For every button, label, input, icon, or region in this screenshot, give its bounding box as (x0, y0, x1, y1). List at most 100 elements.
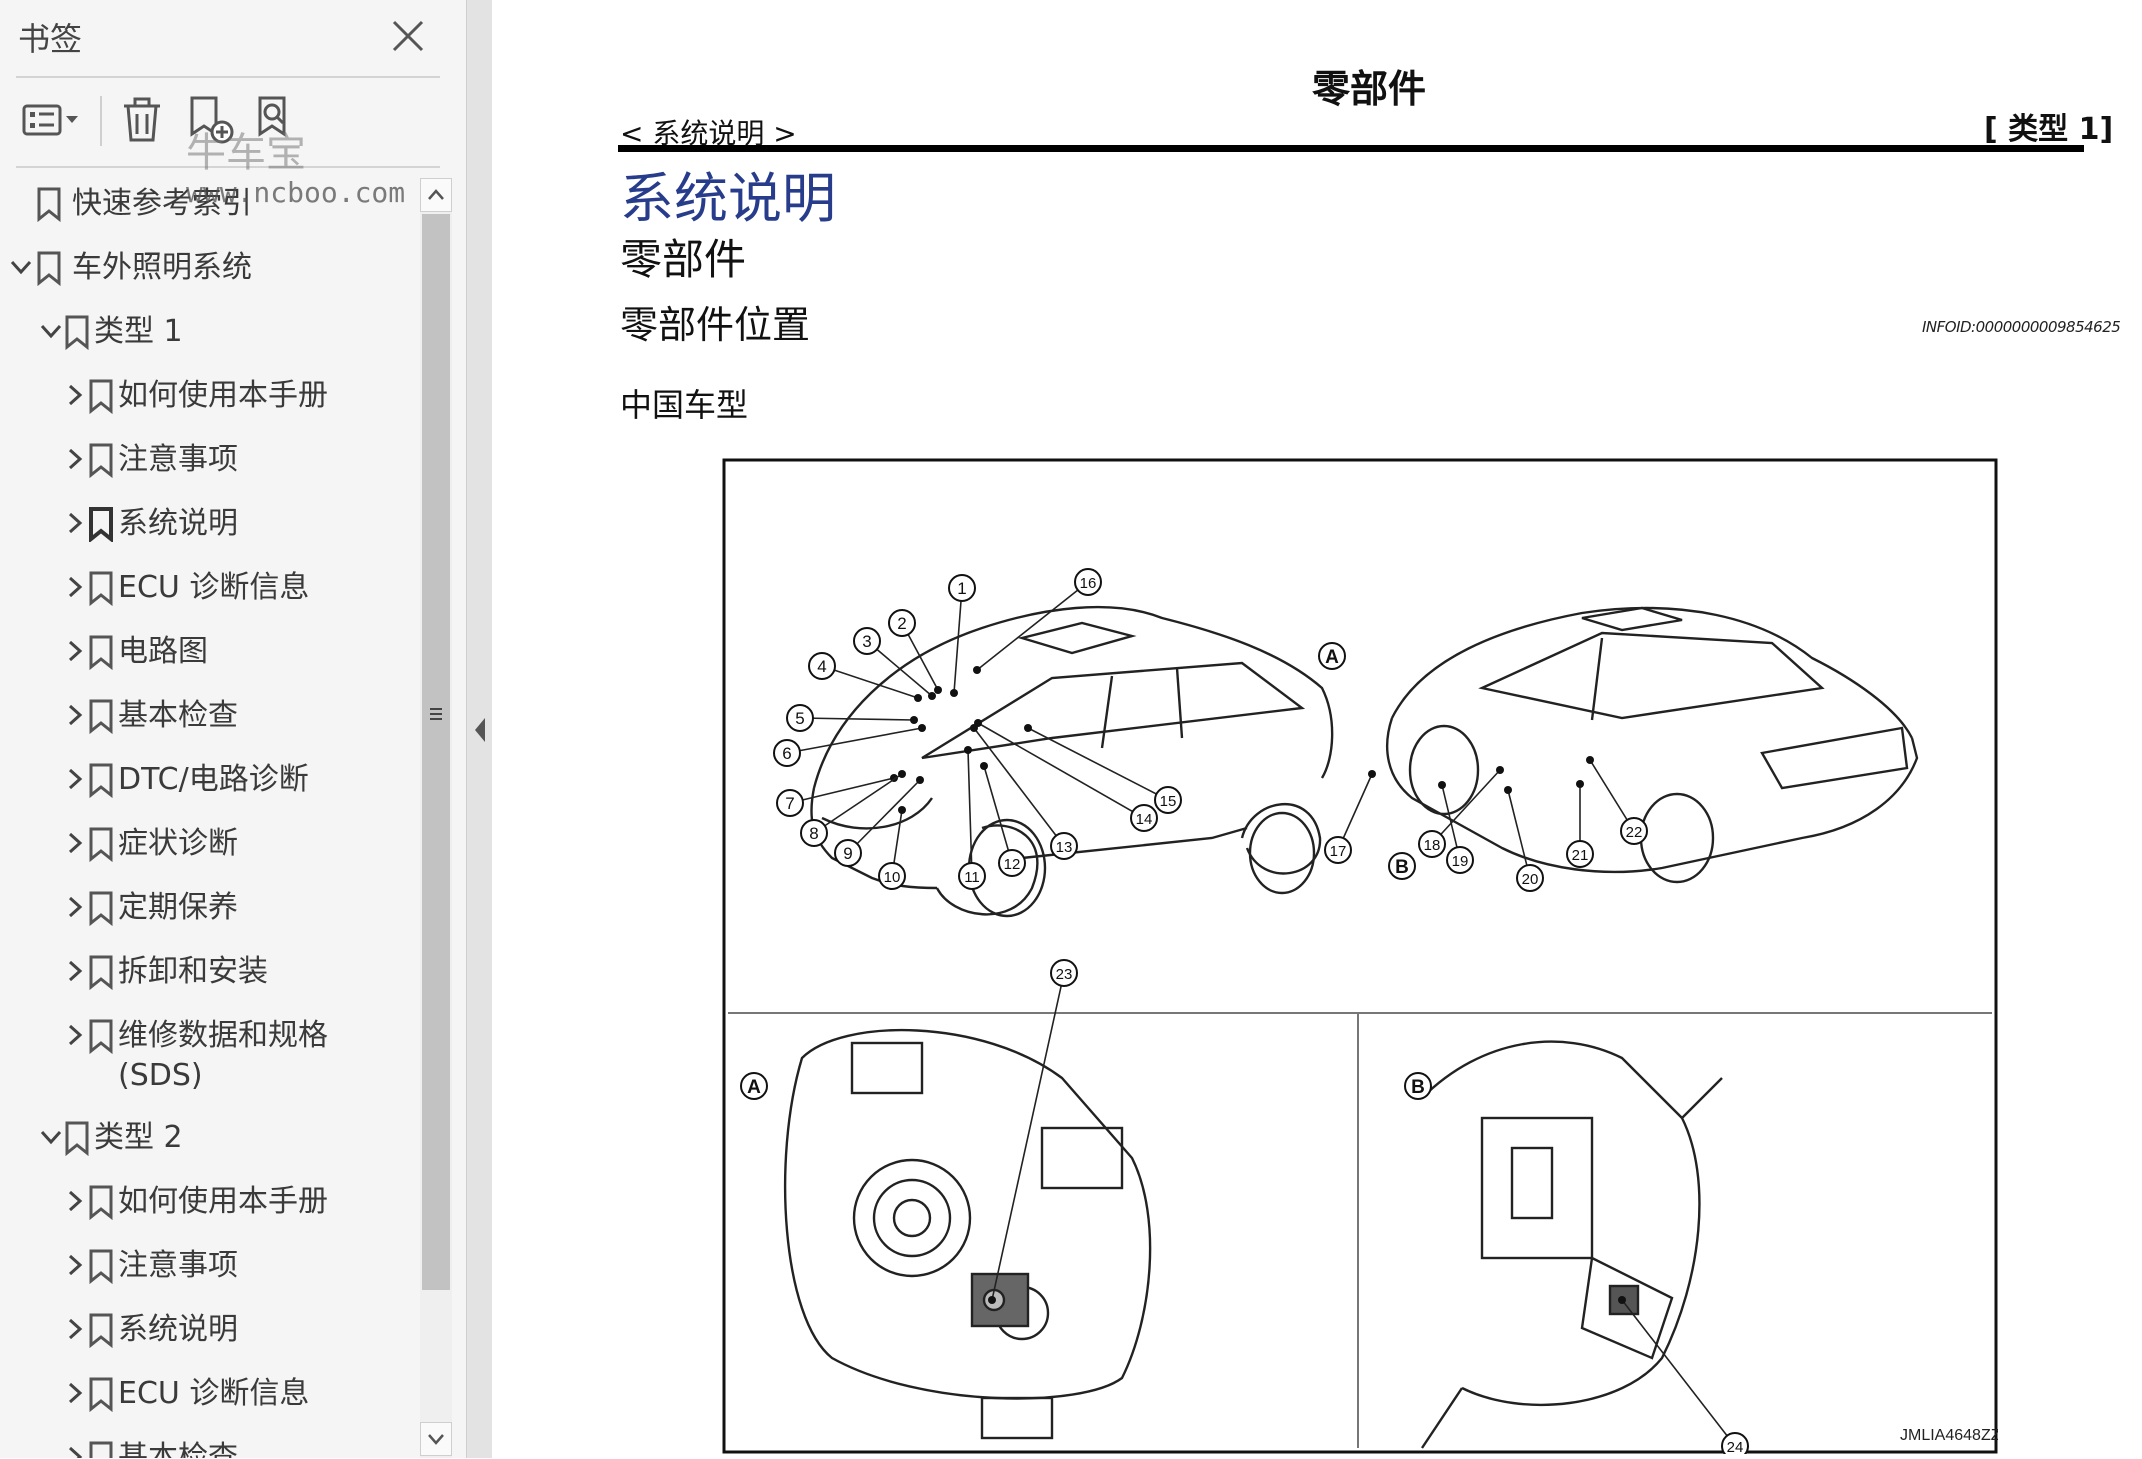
bookmark-item[interactable]: 车外照明系统 (0, 240, 420, 296)
chevron-right-icon[interactable] (60, 380, 90, 410)
bookmark-label: 车外照明系统 (72, 250, 252, 285)
watermark-logo: 牛车宝 (186, 130, 306, 176)
bookmark-icon (89, 699, 113, 734)
bookmark-item[interactable]: ECU 诊断信息 (0, 1366, 420, 1422)
bookmark-item[interactable]: 维修数据和规格 (SDS) (0, 1008, 420, 1108)
bookmark-item[interactable]: 定期保养 (0, 880, 420, 936)
callout-marker: 16 (973, 568, 1102, 674)
bookmark-item[interactable]: 系统说明 (0, 1302, 420, 1358)
scroll-thumb[interactable] (422, 214, 450, 1290)
bookmarks-header: 书签 (0, 0, 440, 70)
bookmark-icon (89, 1249, 113, 1284)
callout-number: 5 (795, 709, 804, 728)
find-bookmark-icon[interactable] (254, 92, 306, 148)
figure-id: JMLIA4648ZZ (1900, 1427, 1998, 1444)
bookmark-label: 定期保养 (118, 890, 238, 925)
bookmark-item[interactable]: 如何使用本手册 (0, 368, 420, 424)
bookmark-label: 快速参考索引 (72, 186, 252, 221)
close-icon[interactable] (386, 14, 430, 58)
breadcrumb: < 系统说明 > (620, 117, 797, 150)
callout-number: 9 (843, 844, 852, 863)
chevron-right-icon[interactable] (60, 1020, 90, 1050)
bookmark-icon (89, 955, 113, 990)
bookmark-label: 维修数据和规格 (118, 1018, 328, 1053)
headlamp-detail-drawing (783, 1028, 1152, 1440)
chevron-right-icon[interactable] (60, 700, 90, 730)
delete-icon[interactable] (118, 92, 166, 148)
document-page: 零部件 < 系统说明 > [ 类型 1] 系统说明 零部件 零部件位置 INFO… (492, 0, 2142, 1458)
callout-number: 11 (964, 869, 980, 886)
bookmark-item[interactable]: 电路图 (0, 624, 420, 680)
collapse-panel-icon[interactable] (473, 716, 487, 744)
callout-marker: 14 (974, 719, 1158, 832)
bookmark-icon (89, 1441, 113, 1458)
callout-number: 2 (897, 614, 906, 633)
bookmark-scrollbar[interactable] (420, 178, 452, 1458)
bookmark-item[interactable]: ECU 诊断信息 (0, 560, 420, 616)
panel-splitter[interactable] (466, 0, 493, 1458)
chevron-right-icon[interactable] (60, 636, 90, 666)
chevron-right-icon[interactable] (60, 1442, 90, 1458)
callout-marker: 23 (988, 959, 1078, 1304)
bookmark-label: 注意事项 (118, 1248, 238, 1283)
bookmark-item[interactable]: 快速参考索引 (0, 176, 420, 232)
section-title: 系统说明 (620, 167, 836, 230)
header-divider (16, 76, 440, 78)
callout-number: 17 (1330, 843, 1347, 860)
chevron-right-icon[interactable] (60, 956, 90, 986)
callout-marker: 2 (888, 609, 942, 694)
header-rule (618, 145, 2084, 152)
callout-number: 16 (1080, 575, 1097, 592)
callout-marker: 19 (1438, 781, 1474, 874)
chevron-down-icon[interactable] (6, 252, 36, 282)
watermark-url: www.ncboo.com (186, 176, 406, 209)
bookmark-item[interactable]: 注意事项 (0, 1238, 420, 1294)
view-label-marker: B (1404, 1072, 1432, 1100)
bookmark-label-line2: (SDS) (118, 1058, 203, 1093)
chevron-right-icon[interactable] (60, 1378, 90, 1408)
car-front-view-drawing (810, 605, 1334, 918)
bookmark-item[interactable]: 类型 2 (0, 1110, 420, 1166)
callout-marker: 17 (1324, 770, 1376, 864)
bookmark-item[interactable]: 症状诊断 (0, 816, 420, 872)
chevron-right-icon[interactable] (60, 1314, 90, 1344)
bookmark-icon (89, 443, 113, 478)
chevron-right-icon[interactable] (60, 508, 90, 538)
bookmark-item[interactable]: DTC/电路诊断 (0, 752, 420, 808)
page-title: 零部件 (1312, 67, 1427, 111)
bookmark-item[interactable]: 系统说明 (0, 496, 420, 552)
bookmark-item[interactable]: 如何使用本手册 (0, 1174, 420, 1230)
callout-number: 15 (1160, 793, 1177, 810)
chevron-down-icon[interactable] (36, 316, 66, 346)
view-label: B (1395, 857, 1409, 878)
new-bookmark-icon[interactable] (186, 92, 238, 148)
chevron-right-icon[interactable] (60, 1186, 90, 1216)
bookmark-item[interactable]: 基本检查 (0, 1430, 420, 1458)
chevron-right-icon[interactable] (60, 828, 90, 858)
bookmark-item[interactable]: 类型 1 (0, 304, 420, 360)
chevron-right-icon[interactable] (60, 764, 90, 794)
bookmark-item[interactable]: 注意事项 (0, 432, 420, 488)
chevron-down-icon[interactable] (36, 1122, 66, 1152)
toolbar-divider (16, 166, 440, 168)
callout-marker: 4 (808, 652, 922, 702)
bookmark-icon (37, 251, 61, 286)
callout-number: 20 (1522, 871, 1539, 888)
chevron-right-icon[interactable] (60, 1250, 90, 1280)
view-label-marker: B (1388, 852, 1416, 880)
callout-number: 1 (957, 579, 966, 598)
chevron-right-icon[interactable] (60, 892, 90, 922)
bookmark-label: 系统说明 (118, 506, 238, 541)
bookmark-item[interactable]: 拆卸和安装 (0, 944, 420, 1000)
scroll-down-button[interactable] (420, 1422, 452, 1456)
scroll-up-button[interactable] (420, 178, 452, 212)
options-icon[interactable] (20, 92, 84, 148)
bookmark-icon (89, 763, 113, 798)
bookmark-label: 如何使用本手册 (118, 378, 328, 413)
callout-marker: 11 (958, 746, 986, 890)
bookmark-label: 症状诊断 (118, 826, 238, 861)
chevron-right-icon[interactable] (60, 572, 90, 602)
bookmark-item[interactable]: 基本检查 (0, 688, 420, 744)
chevron-right-icon[interactable] (60, 444, 90, 474)
